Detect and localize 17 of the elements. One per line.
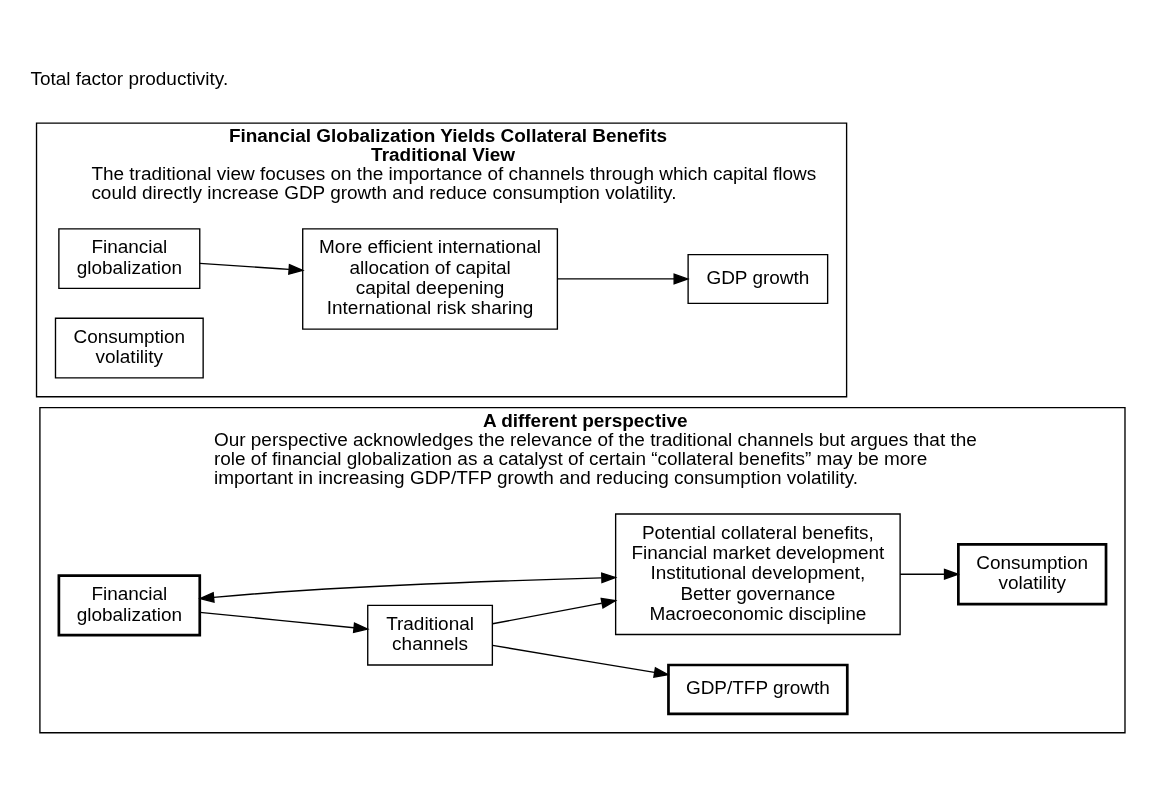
- arrow: [198, 572, 618, 603]
- label: Total factor productivity.: [30, 67, 229, 89]
- node-box: Potential collateral benefits, Financial market development Institutional development, Better governance Macroeconomic discipline: [614, 513, 901, 636]
- node-box: Financial globalization: [57, 574, 202, 637]
- node-box: Consumption volatility: [54, 317, 204, 379]
- arrow: [491, 644, 671, 678]
- node-box: Financial globalization: [58, 228, 201, 290]
- arrow: [899, 568, 961, 580]
- node-box: GDP growth: [687, 253, 829, 304]
- arrow: [556, 273, 690, 285]
- arrow: [199, 262, 305, 276]
- arrow: [491, 597, 618, 625]
- node-box: Traditional channels: [367, 604, 494, 666]
- node-box: GDP/TFP growth: [667, 663, 849, 716]
- arrow: [199, 611, 370, 634]
- node-box: Consumption volatility: [957, 543, 1108, 606]
- node-box: More efficient international allocation of capital capital deepening International risk sharing: [302, 228, 559, 330]
